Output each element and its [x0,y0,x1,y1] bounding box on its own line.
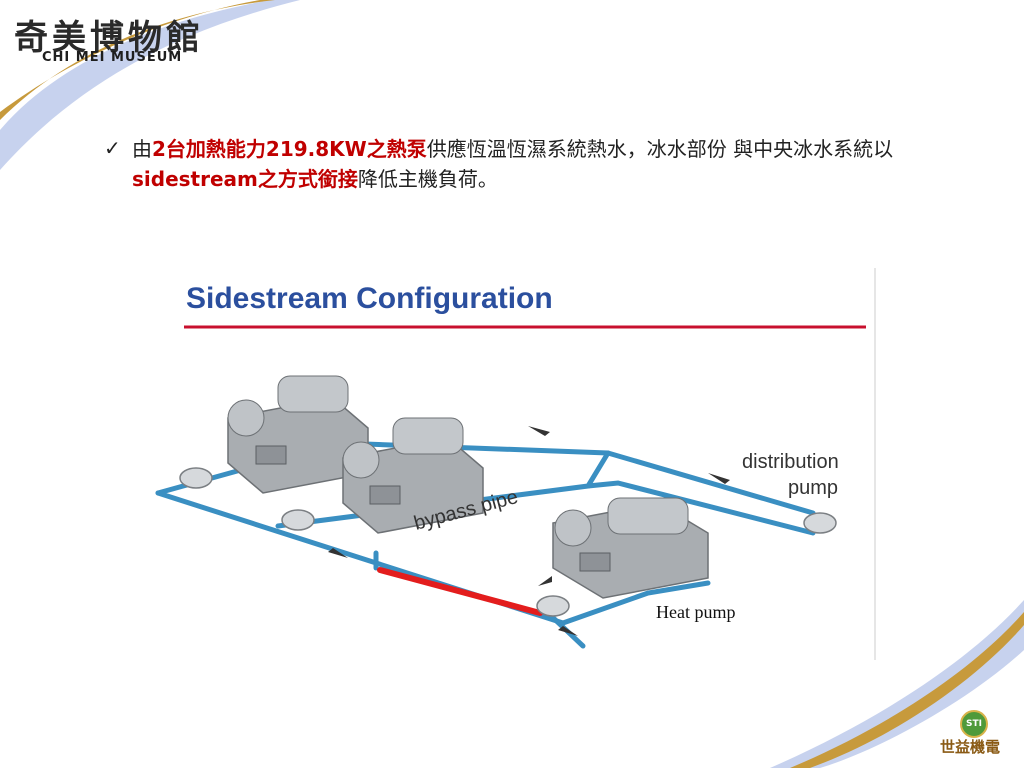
brand-name: 世益機電 [940,738,1001,756]
pipe-heatpump-return [560,580,711,626]
pump-left [179,467,213,489]
flow-arrow-right [708,473,730,484]
heat-pump-label: Heat pump [656,602,735,622]
museum-logo-english: CHI MEI MUSEUM [42,50,183,65]
text-part-2: 供應恆溫恆濕系統熱水，冰水部份 與中央冰水系統以 [426,137,894,161]
brand-badge-icon: STI [960,710,988,738]
flow-arrow-heatpump [538,576,552,586]
check-icon: ✓ [104,136,121,160]
pump-label: pump [788,477,838,499]
chiller-2 [342,417,484,534]
museum-logo-chinese: 奇美博物館 [14,18,204,58]
text-part-4: 降低主機負荷。 [357,167,498,191]
chiller-1 [227,375,369,494]
distribution-label: distribution [742,451,839,473]
flow-arrow-top [528,426,550,436]
pipe-right-top [605,450,816,516]
pipe-right-lower [585,480,816,536]
pump-heatpump [536,595,570,617]
top-blue-swoosh [0,0,300,170]
bullet-text: 由2台加熱能力219.8KW之熱泵供應恆溫恆濕系統熱水，冰水部份 與中央冰水系統… [132,134,942,194]
pump-distribution [803,512,837,534]
bottom-blue-swoosh [770,600,1024,768]
heat-pump-unit [552,497,709,599]
bypass-pipe-highlight [377,567,543,616]
pump-middle [281,509,315,531]
pumps [179,467,837,617]
text-part-0: 由 [132,137,152,161]
flow-arrows [328,426,730,636]
sidestream-diagram: Sidestream Configuration [155,268,876,660]
flow-arrow-left [328,548,348,558]
text-part-1-highlight: 2台加熱能力219.8KW之熱泵 [152,137,427,161]
flow-arrow-bottom [558,626,578,636]
text-part-3-highlight: sidestream之方式銜接 [132,167,358,191]
diagram-title: Sidestream Configuration [186,282,553,315]
